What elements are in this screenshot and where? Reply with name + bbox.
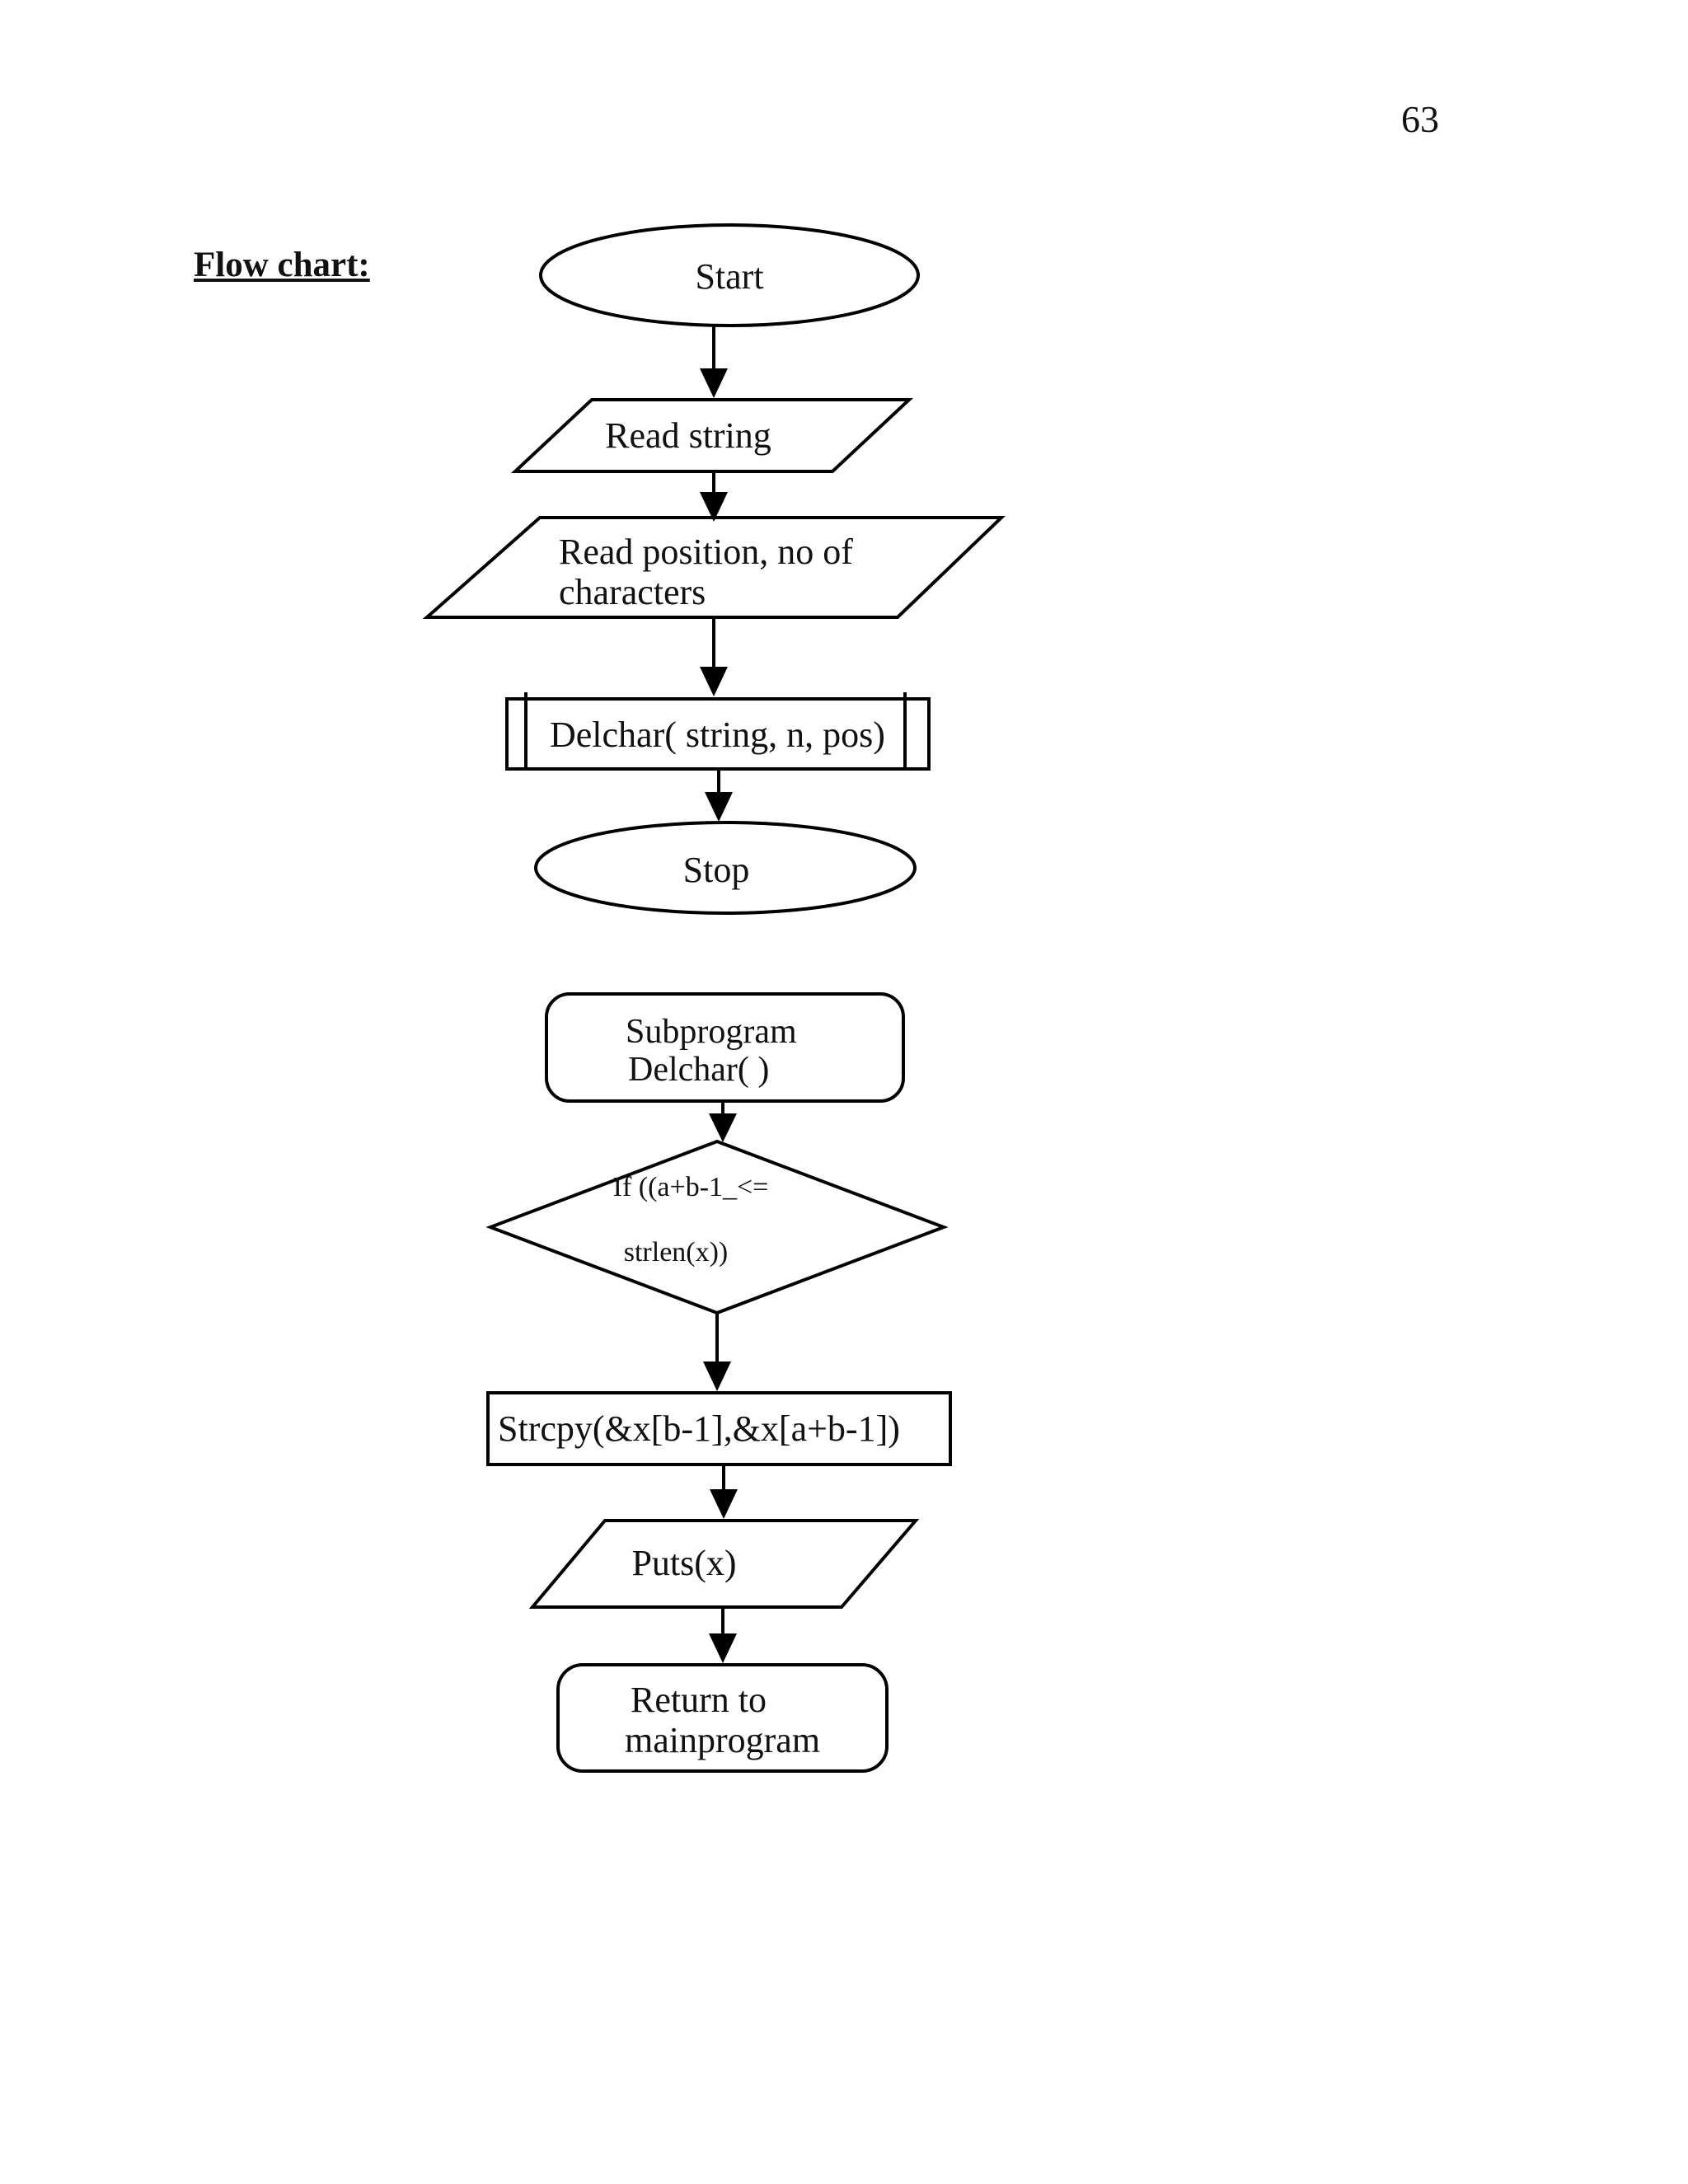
read-position-label-line2: characters	[559, 572, 706, 612]
subprogram-header-shape	[545, 992, 905, 1103]
stop-terminator-shape	[534, 821, 917, 915]
page-number: 63	[1401, 98, 1439, 140]
arrow-delchar-to-stop-head	[705, 792, 733, 822]
decision-diamond-shape	[485, 1139, 949, 1315]
read-string-label: Read string	[605, 415, 771, 456]
arrow-strcpy-to-puts-head	[710, 1489, 738, 1519]
arrow-puts-to-return-head	[709, 1633, 737, 1663]
start-terminator-shape	[539, 223, 920, 327]
return-label-line2: mainprogram	[625, 1720, 821, 1760]
flow-chart-heading: Flow chart:	[194, 246, 370, 284]
start-label: Start	[695, 256, 764, 297]
arrow-subprogram-to-decision-head	[709, 1113, 737, 1142]
return-terminator-shape	[556, 1663, 889, 1773]
puts-label: Puts(x)	[631, 1543, 737, 1583]
subprogram-label-line2: Delchar( )	[628, 1051, 770, 1089]
read-string-io-shape	[510, 398, 914, 473]
return-label-line1: Return to	[631, 1680, 767, 1720]
strcpy-process-shape	[486, 1391, 952, 1466]
read-position-label-line1: Read position, no of	[559, 532, 853, 572]
delchar-call-label: Delchar( string, n, pos)	[550, 715, 885, 755]
arrow-read-string-to-read-position-head	[700, 492, 728, 522]
decision-label-line2: strlen(x))	[623, 1237, 729, 1268]
arrow-decision-to-strcpy-head	[703, 1361, 731, 1391]
puts-io-shape	[528, 1519, 920, 1609]
subprogram-label-line1: Subprogram	[626, 1013, 797, 1051]
strcpy-label: Strcpy(&x[b-1],&x[a+b-1])	[498, 1408, 900, 1449]
read-position-io-shape	[422, 516, 1006, 619]
arrow-start-to-read-string-head	[700, 368, 728, 398]
stop-label: Stop	[682, 850, 750, 890]
arrow-read-position-to-delchar-head	[700, 667, 728, 696]
decision-label-line1: If ((a+b-1_<=	[612, 1172, 769, 1202]
